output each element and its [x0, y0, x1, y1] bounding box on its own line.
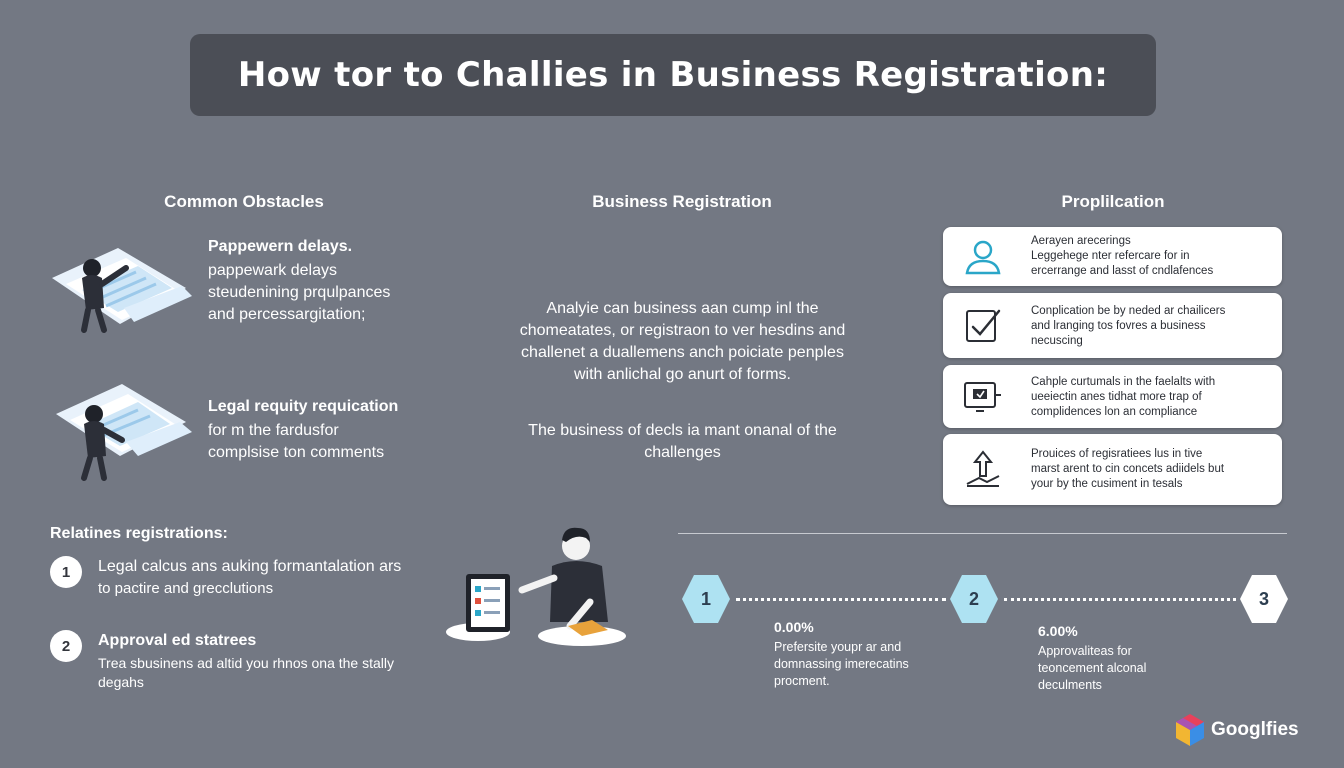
center-paragraph: The business of decls ia mant onanal of … [490, 420, 875, 464]
brand: Googlfies [1173, 712, 1299, 748]
obstacle-line: pappewark delays [208, 262, 337, 279]
paperwork-person-icon [52, 248, 192, 333]
center-line: Analyie can business aan cump inl the [546, 300, 819, 317]
obstacle-line: steudenining prqulpances [208, 284, 391, 301]
card-line: Prouices of regisratiees lus in tive [1031, 448, 1203, 460]
card-text: Prouices of regisratiees lus in tive mar… [1031, 447, 1270, 492]
step-connector [736, 598, 946, 602]
card-line: Cahple curtumals in the faelalts with [1031, 376, 1216, 388]
step-stat: 0.00% Prefersite youpr ar and domnassing… [774, 619, 954, 690]
column-heading-application: Proplilcation [1061, 192, 1165, 211]
stat-percent: 0.00% [774, 619, 814, 635]
step-connector [1004, 598, 1236, 602]
obstacle-text: Legal requity requication for m the fard… [208, 398, 448, 464]
obstacle-item: Legal requity requication for m the fard… [46, 378, 446, 488]
card-line: Conplication be by neded ar chailicers [1031, 305, 1226, 317]
obstacle-line: complsise ton comments [208, 444, 385, 461]
obstacle-title: Legal requity requication [208, 398, 399, 415]
stat-line: Prefersite youpr ar and [774, 640, 902, 654]
card-text: Aerayen arecerings Leggehege nter referc… [1031, 234, 1270, 279]
card-line: and lranging tos fovres a business [1031, 320, 1206, 332]
step-number-badge: 2 [50, 630, 82, 662]
user-icon [965, 240, 1001, 275]
stat-percent: 6.00% [1038, 623, 1078, 639]
monitor-icon [964, 382, 1001, 412]
card-text: Cahple curtumals in the faelalts with ue… [1031, 375, 1270, 420]
step-stat: 6.00% Approvaliteas for teoncement alcon… [1038, 623, 1218, 694]
card-line: Aerayen arecerings [1031, 235, 1131, 247]
registration-line: degahs [98, 674, 144, 690]
registration-title: Approval ed statrees [98, 632, 257, 649]
card-line: marst arent to cin concets adiidels but [1031, 463, 1225, 475]
card-text: Conplication be by neded ar chailicers a… [1031, 304, 1270, 349]
step-marker-3: 3 [1240, 575, 1288, 623]
brand-name: Googlfies [1211, 719, 1299, 740]
column-heading-obstacles: Common Obstacles [164, 192, 324, 211]
card-line: ercerrange and lasst of cndlafences [1031, 265, 1214, 277]
registrations-heading: Relatines registrations: [50, 525, 228, 542]
info-card: Aerayen arecerings Leggehege nter referc… [943, 227, 1282, 286]
registration-title: Legal calcus ans auking formantalation a… [98, 558, 402, 575]
stat-line: domnassing imerecatins [774, 657, 909, 671]
brand-logo-icon [1176, 714, 1204, 746]
center-line: The business of decls ia mant onanal of … [528, 422, 837, 439]
card-line: ueeiectin anes tidhat more trap of [1031, 391, 1202, 403]
step-number-badge: 1 [50, 556, 82, 588]
page-title: How tor to Challies in Business Registra… [190, 34, 1156, 116]
registration-body: Approval ed statrees Trea sbusinens ad a… [98, 630, 438, 692]
obstacle-line: and percessargitation; [208, 306, 366, 323]
card-line: necuscing [1031, 335, 1083, 347]
documents-person-icon [56, 384, 192, 481]
obstacle-text: Pappewern delays. pappewark delays steud… [208, 238, 448, 326]
obstacle-item: Pappewern delays. pappewark delays steud… [46, 238, 446, 348]
center-line: with anlichal go anurt of forms. [574, 366, 791, 383]
center-line: challenet a duallemens anch poiciate pen… [521, 344, 844, 361]
stat-line: procment. [774, 674, 830, 688]
card-line: Leggehege nter refercare for in [1031, 250, 1190, 262]
section-divider [678, 533, 1287, 534]
card-line: complidences lon an compliance [1031, 406, 1198, 418]
info-card: Prouices of regisratiees lus in tive mar… [943, 434, 1282, 505]
checklist-icon [966, 309, 1001, 342]
growth-arrow-icon [966, 450, 1000, 487]
stat-line: teoncement alconal [1038, 661, 1147, 675]
center-line: challenges [644, 444, 721, 461]
step-marker-1: 1 [682, 575, 730, 623]
stat-line: Approvaliteas for [1038, 644, 1132, 658]
info-card: Conplication be by neded ar chailicers a… [943, 293, 1282, 358]
center-line: chomeatates, or registraon to ver hesdin… [519, 322, 846, 339]
person-checklist-illustration [446, 527, 626, 646]
step-marker-2: 2 [950, 575, 998, 623]
center-paragraph: Analyie can business aan cump inl the ch… [490, 298, 875, 386]
stat-line: deculments [1038, 678, 1102, 692]
card-line: your by the cusiment in tesals [1031, 478, 1183, 490]
obstacle-title: Pappewern delays. [208, 238, 353, 255]
registration-line: Trea sbusinens ad altid you rhnos ona th… [98, 655, 394, 671]
registration-body: Legal calcus ans auking formantalation a… [98, 556, 438, 600]
obstacle-line: for m the fardusfor [208, 422, 339, 439]
registration-line: to pactire and grecclutions [98, 580, 274, 597]
info-card: Cahple curtumals in the faelalts with ue… [943, 365, 1282, 428]
column-heading-registration: Business Registration [592, 192, 772, 211]
